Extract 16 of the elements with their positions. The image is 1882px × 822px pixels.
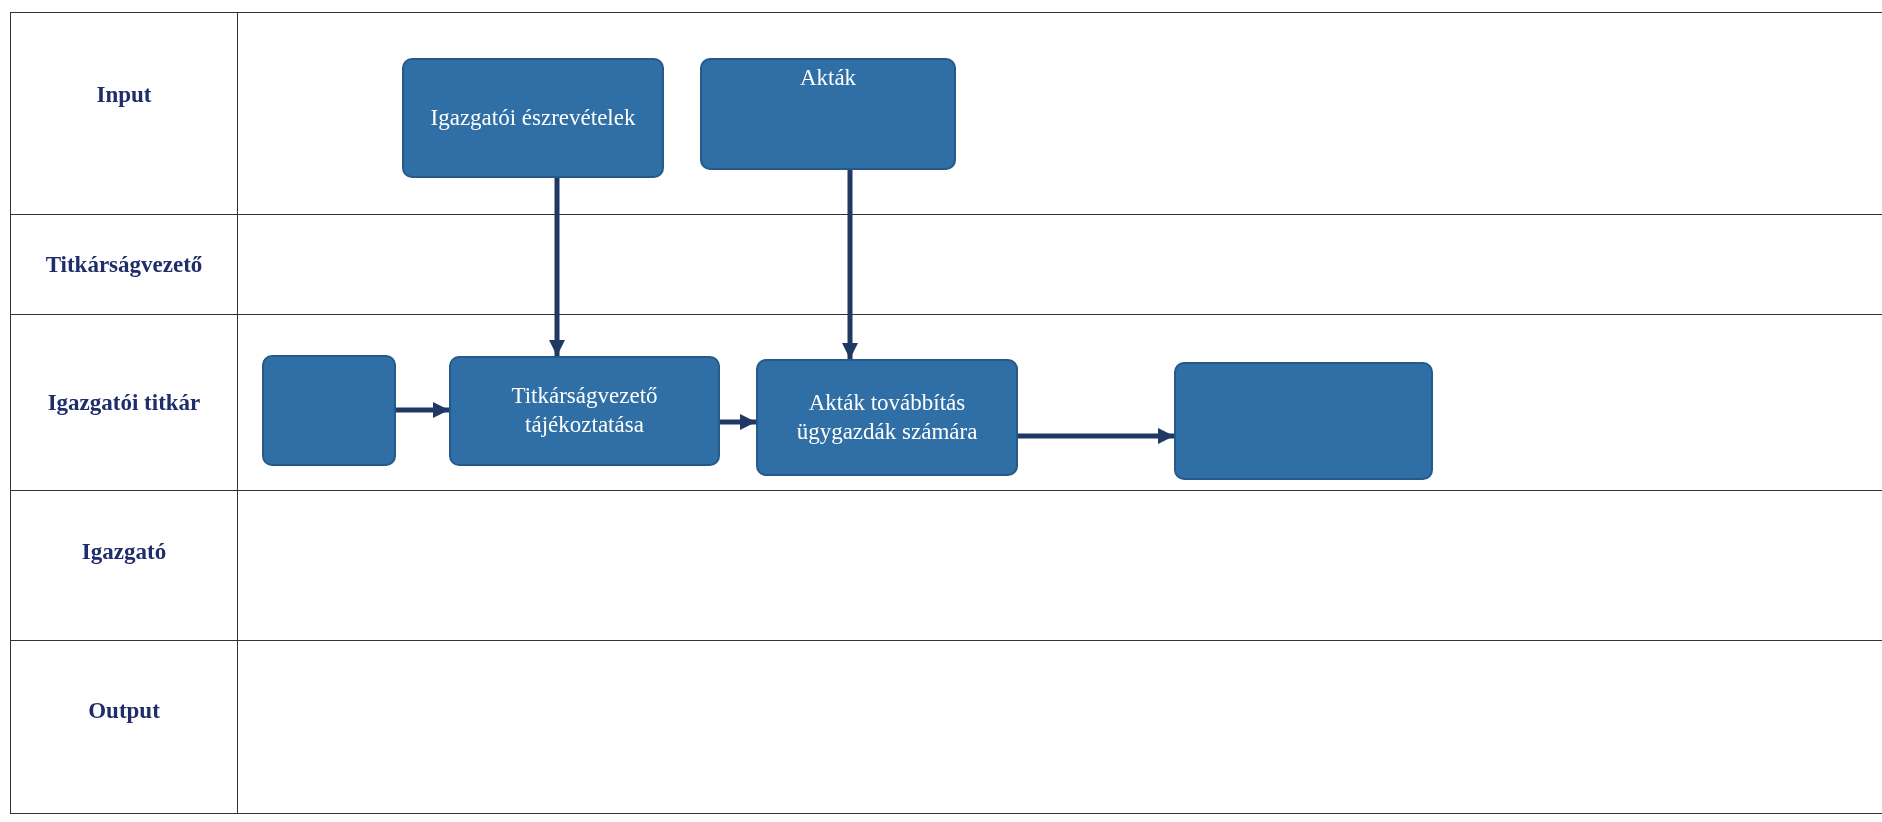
lane-header: Igazgatói titkár (10, 315, 238, 490)
lane-header: Igazgató (10, 491, 238, 640)
process-box (1174, 362, 1433, 480)
arrow (842, 170, 858, 359)
arrow (549, 178, 565, 356)
arrow (396, 402, 449, 418)
process-box: Titkárságvezető tájékoztatása (449, 356, 720, 466)
process-box: Akták továbbítás ügygazdák számára (756, 359, 1018, 476)
lane-header: Titkárságvezető (10, 215, 238, 314)
process-box (262, 355, 396, 466)
lane-header: Output (10, 641, 238, 813)
arrow (1018, 428, 1174, 444)
lane-header: Input (10, 13, 238, 214)
process-box: Akták (700, 58, 956, 170)
arrow (720, 414, 756, 430)
process-box: Igazgatói észrevételek (402, 58, 664, 178)
